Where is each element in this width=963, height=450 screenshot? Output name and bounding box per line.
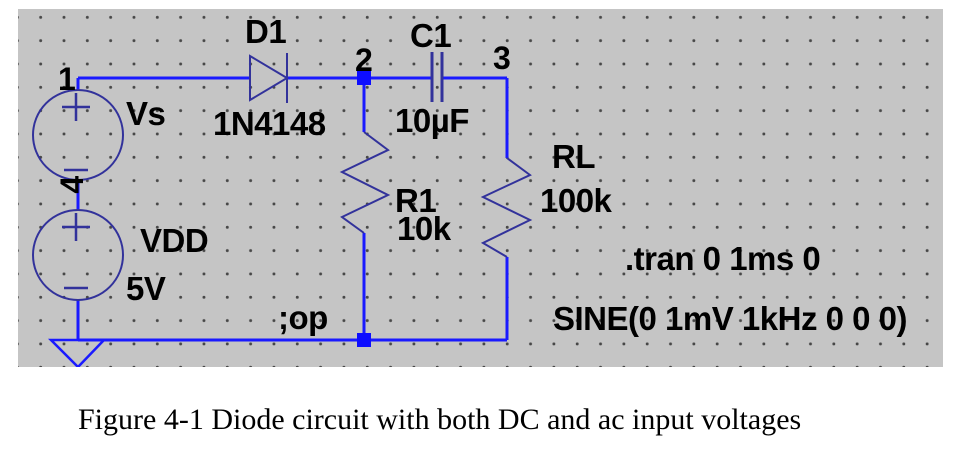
diode-symbol[interactable] (249, 53, 289, 103)
diode-triangle (249, 54, 289, 102)
schematic-canvas[interactable]: 1 2 3 4 D1 1N4148 C1 10µF Vs VDD 5V R1 1… (18, 9, 943, 367)
spice-directive-sine[interactable]: SINE(0 1mV 1kHz 0 0 0) (553, 300, 908, 337)
figure-caption: Figure 4-1 Diode circuit with both DC an… (78, 403, 802, 436)
spice-directive-op[interactable]: ;op (278, 299, 328, 336)
schematic-graphics (32, 52, 533, 367)
net-label-3[interactable]: 3 (493, 40, 511, 76)
rl-resistor-symbol[interactable] (480, 157, 533, 258)
net-label-2[interactable]: 2 (355, 42, 373, 78)
r1-value-label[interactable]: 10k (397, 210, 451, 247)
rl-ref-label[interactable]: RL (552, 138, 596, 175)
c1-value-label[interactable]: 10µF (395, 102, 469, 139)
vdd-value-label[interactable]: 5V (126, 270, 166, 307)
plus-sign (62, 93, 90, 121)
junction-ground-rail[interactable] (357, 333, 371, 347)
rl-value-label[interactable]: 100k (540, 182, 612, 219)
d1-value-label[interactable]: 1N4148 (213, 105, 326, 142)
vs-source-symbol[interactable] (32, 89, 124, 181)
junction-node2[interactable] (357, 71, 371, 85)
c1-ref-label[interactable]: C1 (410, 17, 452, 54)
r1-resistor-symbol[interactable] (339, 131, 391, 234)
vdd-source-symbol[interactable] (32, 209, 124, 301)
ground-symbol[interactable] (47, 338, 107, 367)
plus-sign (62, 213, 90, 241)
capacitor-symbol[interactable] (430, 52, 444, 102)
spice-directive-tran[interactable]: .tran 0 1ms 0 (625, 240, 821, 277)
wires[interactable] (76, 76, 509, 342)
d1-ref-label[interactable]: D1 (245, 13, 287, 50)
vdd-ref-label[interactable]: VDD (140, 222, 209, 259)
net-label-4[interactable]: 4 (54, 176, 90, 194)
net-label-1[interactable]: 1 (58, 61, 76, 97)
vs-ref-label[interactable]: Vs (126, 95, 166, 132)
r1-ref-label[interactable]: R1 (395, 182, 437, 219)
